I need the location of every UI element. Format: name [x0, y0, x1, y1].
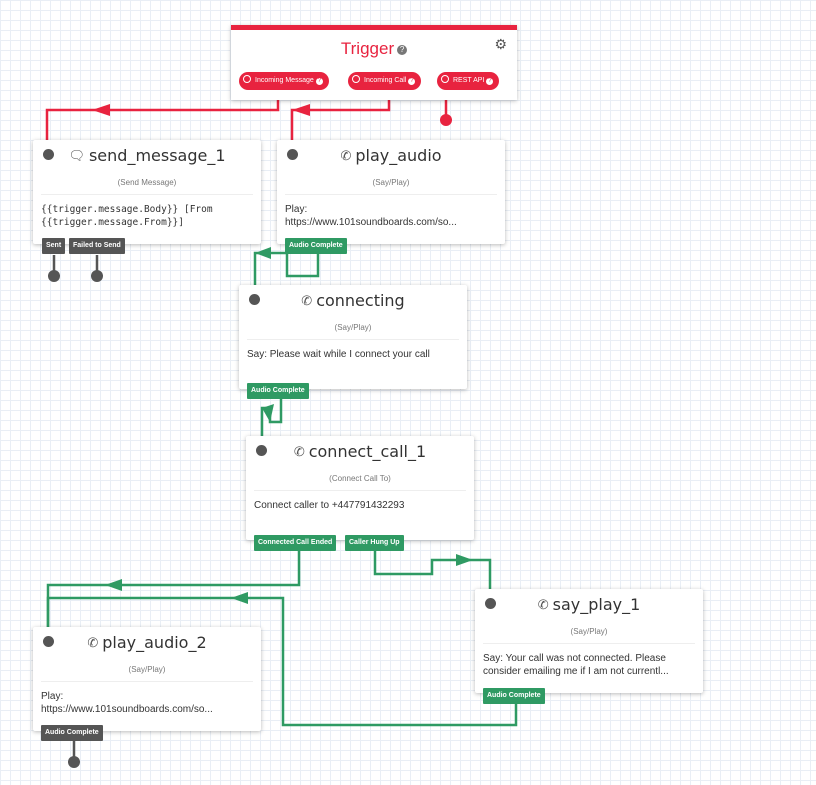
widget-play-audio-2[interactable]: ✆play_audio_2 (Say/Play) Play: https://w… [33, 627, 261, 731]
phone-icon: ✆ [301, 294, 313, 309]
widget-send-message-1[interactable]: 🗨send_message_1 (Send Message) {{trigger… [33, 140, 261, 244]
arrow-play-audio-2 [105, 579, 122, 591]
port-audio-complete[interactable]: Audio Complete [483, 688, 545, 704]
port-rest-api[interactable]: REST API? [437, 72, 500, 90]
widget-title: ✆play_audio_2 [87, 633, 207, 652]
rest-api-endpoint [440, 114, 452, 126]
failed-endpoint [91, 270, 103, 282]
widget-title: 🗨send_message_1 [68, 146, 226, 165]
trigger-widget[interactable]: Trigger? ⚙ Incoming Message? Incoming Ca… [231, 25, 517, 100]
wire-caller-hung-up [373, 548, 492, 592]
widget-title: ✆play_audio [340, 146, 442, 165]
widget-connect-call-1[interactable]: ✆connect_call_1 (Connect Call To) Connec… [246, 436, 474, 540]
port-sent[interactable]: Sent [42, 238, 66, 254]
input-connector[interactable] [43, 149, 54, 160]
port-circle-icon [441, 75, 449, 83]
play-audio-2-endpoint [68, 756, 80, 768]
widget-type: (Say/Play) [247, 317, 459, 340]
port-incoming-call[interactable]: Incoming Call? [348, 72, 422, 90]
arrow-loop [231, 592, 248, 604]
arrow-connecting [255, 247, 271, 259]
widget-type: (Say/Play) [483, 621, 695, 644]
widget-body: Play: https://www.101soundboards.com/so.… [285, 204, 457, 228]
port-audio-complete[interactable]: Audio Complete [285, 238, 347, 254]
input-connector[interactable] [249, 294, 260, 305]
port-audio-complete[interactable]: Audio Complete [247, 383, 309, 399]
input-connector[interactable] [43, 636, 54, 647]
help-icon: ? [408, 78, 416, 85]
widget-type: (Connect Call To) [254, 468, 466, 491]
widget-body: Connect caller to +447791432293 [254, 500, 405, 511]
widget-body: Play: https://www.101soundboards.com/so.… [41, 691, 213, 715]
widget-body: Say: Your call was not connected. Please… [483, 653, 669, 677]
sent-endpoint [48, 270, 60, 282]
widget-title: ✆connecting [301, 291, 405, 310]
port-circle-icon [243, 75, 251, 83]
phone-icon: ✆ [87, 636, 99, 651]
port-circle-icon [352, 75, 360, 83]
widget-connecting[interactable]: ✆connecting (Say/Play) Say: Please wait … [239, 285, 467, 389]
arrow-say-play [456, 554, 473, 566]
arrow-connect-call [262, 404, 274, 422]
phone-icon: ✆ [537, 598, 549, 613]
help-icon: ? [315, 78, 323, 85]
help-icon: ? [486, 78, 494, 85]
widget-body: Say: Please wait while I connect your ca… [247, 349, 430, 360]
port-audio-complete[interactable]: Audio Complete [41, 725, 103, 741]
phone-icon: ✆ [340, 149, 352, 164]
port-incoming-message[interactable]: Incoming Message? [239, 72, 329, 90]
widget-type: (Send Message) [41, 172, 253, 195]
phone-icon: ✆ [293, 445, 305, 460]
widget-type: (Say/Play) [41, 659, 253, 682]
widget-title: ✆connect_call_1 [293, 442, 427, 461]
arrow-send-message [92, 104, 110, 116]
widget-play-audio[interactable]: ✆play_audio (Say/Play) Play: https://www… [277, 140, 505, 244]
port-connected-call-ended[interactable]: Connected Call Ended [254, 535, 337, 551]
chat-icon: 🗨 [68, 149, 85, 164]
arrow-play-audio [292, 104, 310, 116]
port-failed-to-send[interactable]: Failed to Send [69, 238, 125, 254]
port-caller-hung-up[interactable]: Caller Hung Up [345, 535, 404, 551]
gears-icon[interactable]: ⚙ [494, 36, 507, 52]
widget-type: (Say/Play) [285, 172, 497, 195]
wire-connected-call-ended [46, 548, 301, 630]
input-connector[interactable] [256, 445, 267, 456]
widget-body: {{trigger.message.Body}} [From {{trigger… [41, 204, 213, 228]
help-icon[interactable]: ? [397, 45, 408, 55]
input-connector[interactable] [287, 149, 298, 160]
widget-say-play-1[interactable]: ✆say_play_1 (Say/Play) Say: Your call wa… [475, 589, 703, 693]
widget-title: ✆say_play_1 [537, 595, 641, 614]
input-connector[interactable] [485, 598, 496, 609]
trigger-title: Trigger? [231, 39, 517, 59]
